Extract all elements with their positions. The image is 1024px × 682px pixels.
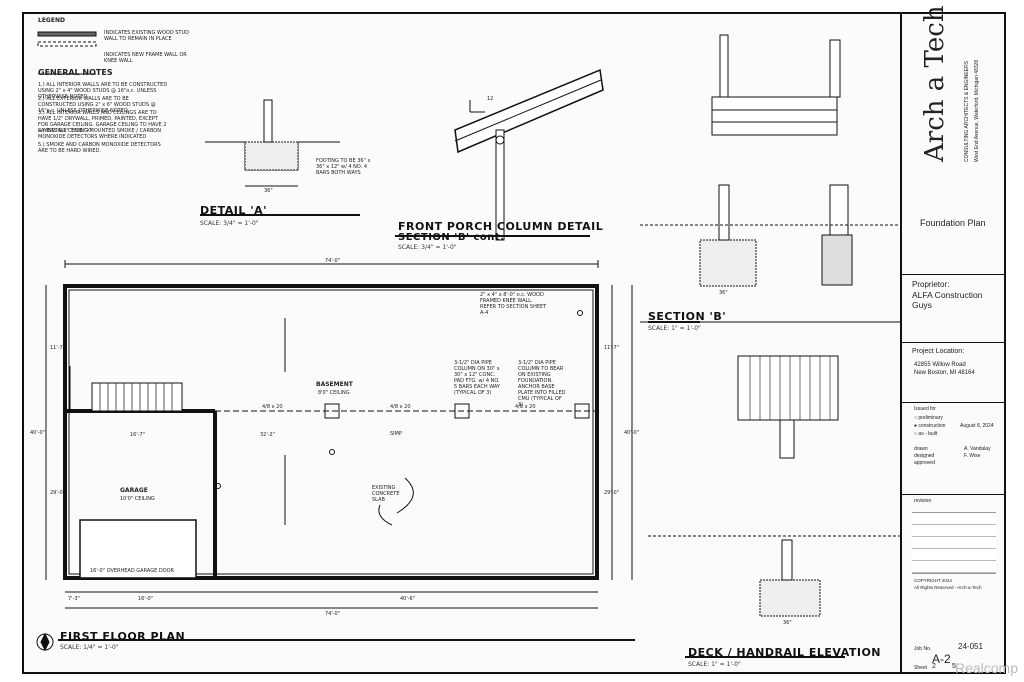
overall-depth-left: 40'-0" xyxy=(30,430,46,436)
slab-note: EXISTING CONCRETE SLAB xyxy=(372,485,400,503)
section-b-title: SECTION 'B' xyxy=(648,310,727,323)
issued-option-as-built-text: as - built xyxy=(918,431,938,437)
basement-ceiling: 8'0" CEILING xyxy=(318,390,350,396)
right-dim-1: 11'-7" xyxy=(604,345,620,351)
revision-table xyxy=(912,512,996,574)
rights: All Rights Reserved - Arch-a-Tech xyxy=(914,585,982,590)
bottom-dim-1: 7'-3" xyxy=(68,596,80,602)
issued-option-construction: ● construction xyxy=(914,423,946,429)
right-dim-2: 29'-0" xyxy=(604,490,620,496)
company-logo: Arch a Tech xyxy=(920,5,950,162)
issued-option-preliminary: ○ preliminary xyxy=(914,415,943,421)
proprietor-name: ALFA Construction Guys xyxy=(912,290,983,310)
divider xyxy=(902,402,1006,403)
knee-wall-callout: 2" x 4" x 8'-0" o.c. WOOD FRAMED KNEE WA… xyxy=(480,292,547,316)
bottom-dim-3: 40'-6" xyxy=(400,596,416,602)
proprietor-label: Proprietor: xyxy=(912,280,950,289)
issued-option-construction-text: construction xyxy=(918,423,946,429)
issued-option-as-built: ○ as - built xyxy=(914,431,938,437)
company-sub: CONSULTING ARCHITECTS & ENGINEERS xyxy=(964,60,970,162)
garage-door-label: 16'-0" OVERHEAD GARAGE DOOR xyxy=(90,568,175,574)
beam-note: SIMP xyxy=(390,431,402,437)
overall-depth-right: 40'-0" xyxy=(624,430,640,436)
footing-note: FOOTING TO BE 36" x 36" x 12" w/ 4 NO. 4… xyxy=(316,158,371,176)
issued-label: Issued for xyxy=(914,406,936,412)
title-block: Arch a Tech CONSULTING ARCHITECTS & ENGI… xyxy=(900,5,1006,674)
job-label: Job No. xyxy=(914,646,932,652)
porch-subtitle: SECTION 'B' cont. xyxy=(398,232,505,243)
detail-a-scale: SCALE: 3/4" = 1'-0" xyxy=(200,220,259,227)
revision-label: revision xyxy=(914,498,932,504)
overall-width-dim: 74'-0" xyxy=(325,258,341,264)
copyright: COPYRIGHT 2024 xyxy=(914,578,952,583)
beam-dim-3: 4/8 x 20 xyxy=(515,404,536,410)
designed-label: designed xyxy=(914,453,935,459)
bottom-dim-2: 16'-0" xyxy=(138,596,154,602)
sheet-label: Sheet xyxy=(914,665,928,671)
watermark: Realcomp xyxy=(954,660,1018,676)
general-note-4: 4.) INSTALL CEILING MOUNTED SMOKE / CARB… xyxy=(38,128,161,140)
garage-label: GARAGE xyxy=(120,487,148,494)
issued-option-preliminary-text: preliminary xyxy=(918,415,943,421)
porch-title: FRONT PORCH COLUMN DETAIL xyxy=(398,220,604,233)
sheet-code: A-2 xyxy=(932,652,951,666)
general-note-5: 5.) SMOKE AND CARBON MONOXIDE DETECTORS … xyxy=(38,142,161,154)
bottom-overall-dim: 74'-0" xyxy=(325,611,341,617)
issued-date: August 8, 2024 xyxy=(960,423,994,429)
beam-dim-2: 4/8 x 20 xyxy=(390,404,411,410)
company-address: West End Avenue, Waterford, Michigan 483… xyxy=(974,59,980,162)
interior-dim-1: 16'-7" xyxy=(130,432,146,438)
drawn-label: drawn xyxy=(914,446,928,452)
pipe-column-callout-2: 3-1/2" DIA PIPE COLUMN TO BEAR ON EXISTI… xyxy=(518,360,566,408)
general-note-2: 2.) ALL EXTERIOR WALLS ARE TO BE CONSTRU… xyxy=(38,96,156,114)
location-label: Project Location: xyxy=(912,348,965,355)
beam-dim-1: 4/8 x 20 xyxy=(262,404,283,410)
porch-pitch: 12 xyxy=(487,96,494,102)
general-note-3: 3.) ALL INTERIOR WALLS AND CEILINGS ARE … xyxy=(38,110,167,134)
basement-label: BASEMENT xyxy=(316,381,353,388)
location-line-2: New Boston, MI 48164 xyxy=(914,370,975,376)
drawn-by: A. Vandalay xyxy=(964,446,991,452)
deck-dim: 36" xyxy=(783,620,792,626)
divider xyxy=(902,494,1006,495)
floor-plan-title: FIRST FLOOR PLAN xyxy=(60,630,186,643)
section-b-dim: 36" xyxy=(719,290,728,296)
legend-title: LEGEND xyxy=(38,17,65,24)
general-notes-title: GENERAL NOTES xyxy=(38,68,113,77)
garage-ceiling: 10'0" CEILING xyxy=(120,496,155,502)
left-dim-2: 29'-0" xyxy=(50,490,66,496)
general-note-1: 1.) ALL INTERIOR WALLS ARE TO BE CONSTRU… xyxy=(38,82,168,100)
sheet-title: Foundation Plan xyxy=(920,218,986,228)
approved-label: approved xyxy=(914,460,935,466)
pipe-column-callout-1: 3-1/2" DIA PIPE COLUMN ON 30" x 30" x 12… xyxy=(454,360,500,396)
location-line-1: 42855 Willow Road xyxy=(914,362,966,368)
porch-scale: SCALE: 3/4" = 1'-0" xyxy=(398,244,457,251)
sheet-of: 5 xyxy=(952,663,956,670)
divider xyxy=(902,342,1006,343)
job-number: 24-051 xyxy=(958,642,983,651)
designed-by: F. Wise xyxy=(964,453,981,459)
interior-dim-2: 32'-2" xyxy=(260,432,276,438)
deck-scale: SCALE: 1" = 1'-0" xyxy=(688,661,741,668)
sheet-number: 2 xyxy=(932,663,936,670)
legend-existing-wall: INDICATES EXISTING WOOD STUD WALL TO REM… xyxy=(104,30,189,42)
section-b-scale: SCALE: 1" = 1'-0" xyxy=(648,325,701,332)
detail-a-dim: 36" xyxy=(264,188,273,194)
deck-title: DECK / HANDRAIL ELEVATION xyxy=(688,646,882,659)
divider xyxy=(902,274,1006,275)
legend-new-wall: INDICATES NEW FRAME WALL OR KNEE WALL xyxy=(104,52,187,64)
floor-plan-scale: SCALE: 1/4" = 1'-0" xyxy=(60,644,119,651)
left-dim-1: 11'-7" xyxy=(50,345,66,351)
detail-a-title: DETAIL 'A' xyxy=(200,204,267,217)
